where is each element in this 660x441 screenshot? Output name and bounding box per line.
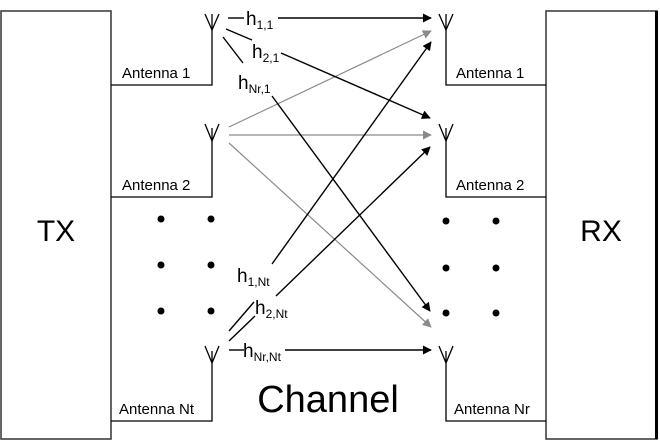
rx-antenna-1-label: Antenna 1 xyxy=(456,65,524,82)
rx-ellipsis-dots xyxy=(442,217,500,317)
tx-antenna-2-feed xyxy=(111,128,213,198)
rx-antenna-nr-label: Antenna Nr xyxy=(454,401,530,418)
channel-coefficient-labels: h1,1 h2,1 hNr,1 h1,Nt h2,Nt hNr,Nt xyxy=(237,9,288,364)
rx-antenna-icons xyxy=(438,13,454,365)
tx-antenna-1-label: Antenna 1 xyxy=(122,65,190,82)
coef-h-1-nt: h1,Nt xyxy=(237,266,270,289)
link-txnt-rx2 xyxy=(275,146,431,297)
rx-label: RX xyxy=(580,215,622,248)
rx-antenna-2-label: Antenna 2 xyxy=(456,177,524,194)
tx-antenna-nt-label: Antenna Nt xyxy=(119,401,195,418)
tx-antenna-icons xyxy=(204,13,220,365)
tx1-links xyxy=(222,13,432,312)
antenna-icon xyxy=(438,345,454,365)
tx-label: TX xyxy=(37,215,75,248)
link-tx1-rxnr xyxy=(271,95,431,312)
coef-h-nr-nt: hNr,Nt xyxy=(243,341,282,364)
coef-h-2-1: h2,1 xyxy=(252,42,280,65)
tx-block: TX xyxy=(0,10,112,440)
rx-block: RX xyxy=(545,10,658,440)
link-tx1-rx2 xyxy=(280,52,431,119)
tx-antenna-2-label: Antenna 2 xyxy=(122,177,190,194)
link-txnt-rx2-stub xyxy=(228,315,256,342)
antenna-icon xyxy=(438,123,454,143)
tx-antenna-nt-feed xyxy=(111,351,213,422)
link-tx1-rx2-stub xyxy=(225,28,253,41)
coef-h-2-nt: h2,Nt xyxy=(255,298,288,321)
tx-ellipsis-dots xyxy=(157,215,215,315)
link-tx1-rxnr-stub xyxy=(222,36,244,64)
link-txnt-rx1 xyxy=(271,41,432,265)
gray-links xyxy=(228,30,432,328)
rx-antenna-2-feed xyxy=(445,128,546,198)
rx-feed-lines xyxy=(445,14,546,422)
antenna-icon xyxy=(204,345,220,365)
tx-feed-lines xyxy=(111,14,213,422)
link-tx2-rx1 xyxy=(228,30,432,128)
tx-antenna-1-feed xyxy=(111,14,213,86)
antenna-icon xyxy=(438,13,454,32)
rx-antenna-nr-feed xyxy=(445,351,546,422)
link-txnt-rx1-stub xyxy=(228,301,255,332)
txnt-links xyxy=(228,41,432,355)
antenna-icon xyxy=(204,13,220,32)
coef-h-1-1: h1,1 xyxy=(246,9,274,32)
link-tx2-rxnr xyxy=(228,142,432,328)
antenna-icon xyxy=(204,123,220,143)
rx-antenna-1-feed xyxy=(445,14,546,86)
channel-label: Channel xyxy=(257,379,399,421)
coef-h-nr-1: hNr,1 xyxy=(238,73,271,96)
